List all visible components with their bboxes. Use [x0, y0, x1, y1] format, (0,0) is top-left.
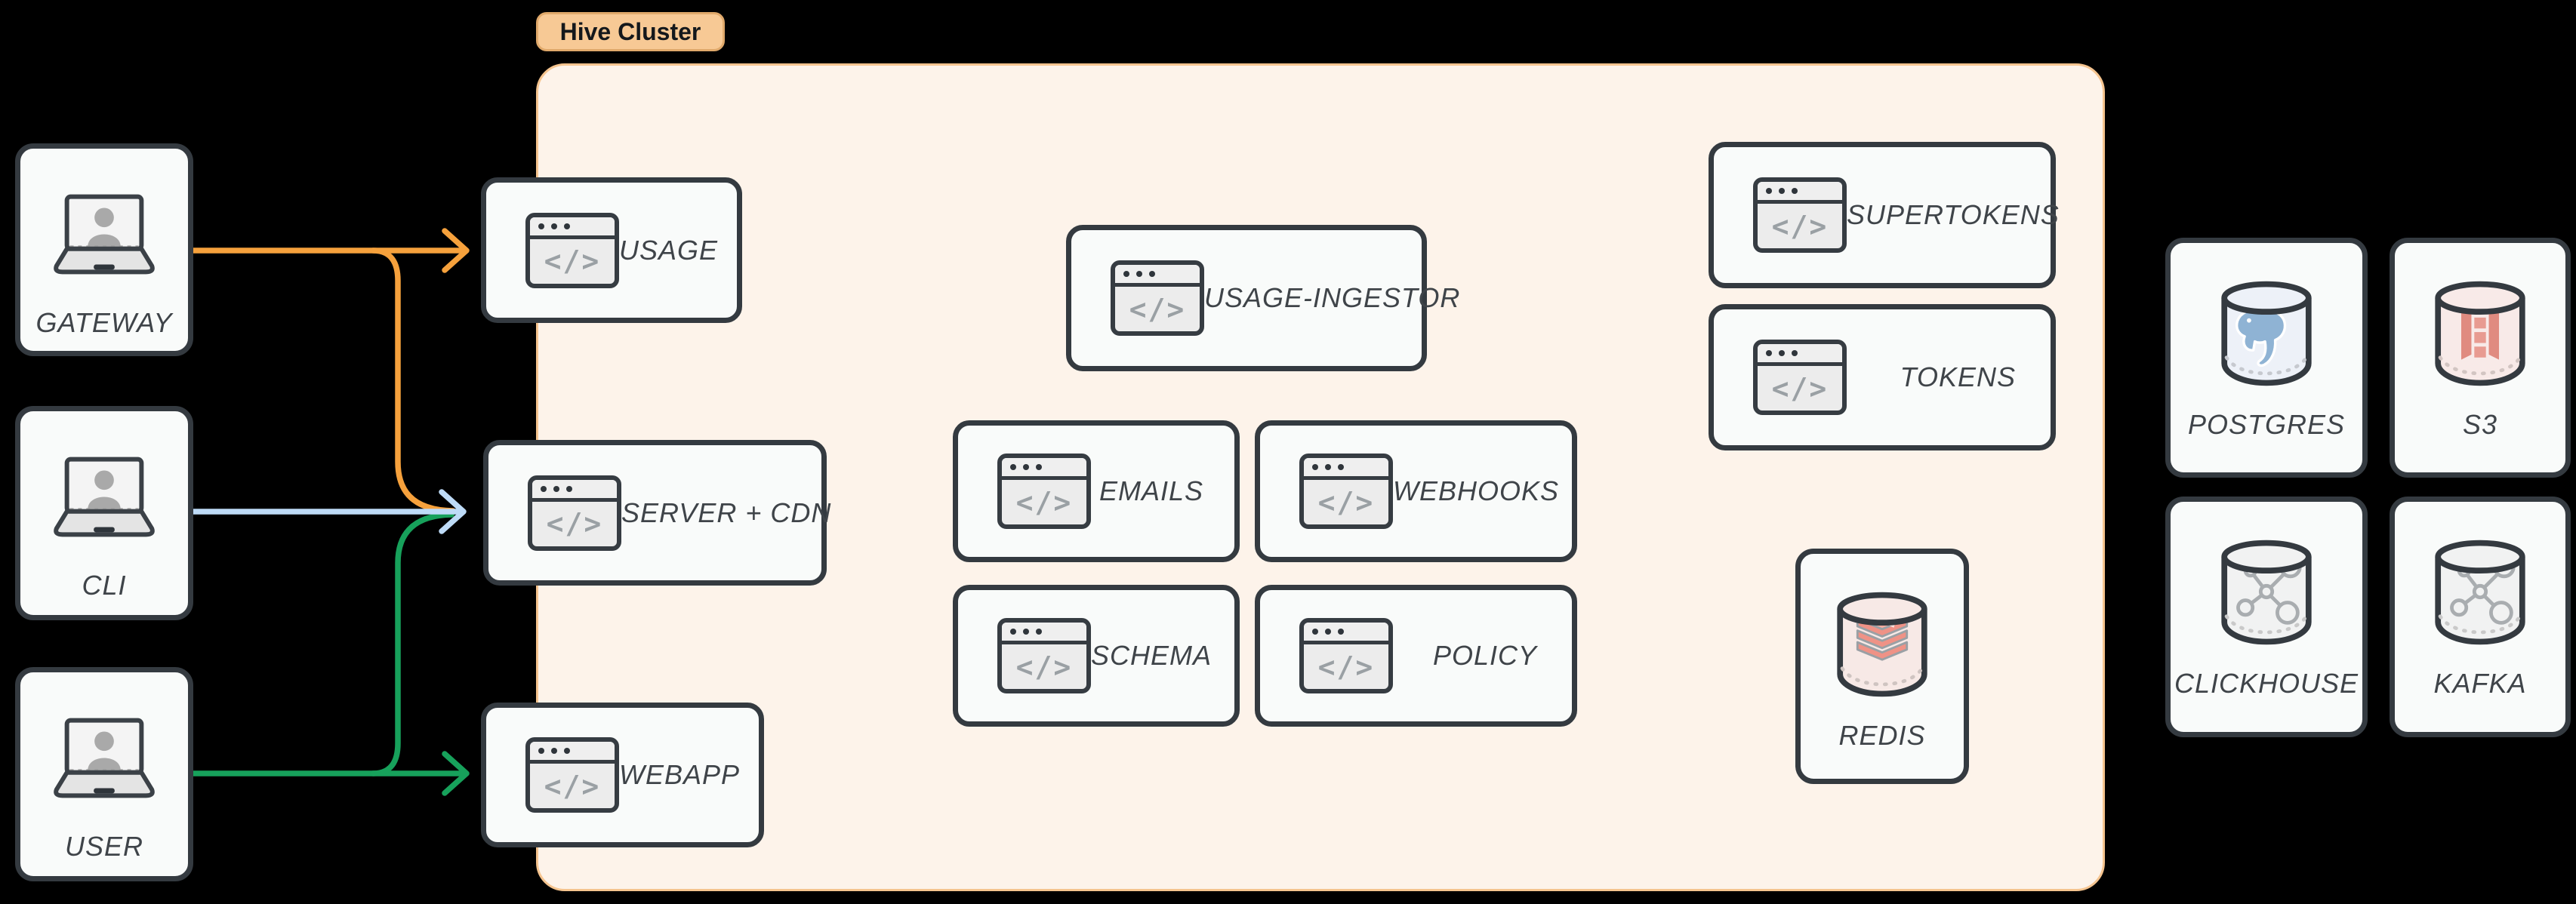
code-glyph: </>	[1317, 485, 1375, 519]
node-supertokens: </> SUPERTOKENS	[1709, 142, 2059, 288]
node-label: POSTGRES	[2187, 409, 2346, 440]
window-dots-icon	[1115, 265, 1200, 287]
edge-cli-to-server-cdn	[190, 489, 467, 534]
code-window-icon: </>	[1111, 260, 1204, 336]
node-label: SCHEMA	[1091, 640, 1213, 671]
node-policy: </> POLICY	[1255, 585, 1577, 727]
hive-cluster-badge-label: Hive Cluster	[559, 17, 701, 45]
node-clickhouse: CLICKHOUSE	[2165, 497, 2368, 737]
code-window-icon: </>	[1299, 454, 1393, 529]
node-label: USER	[64, 831, 144, 862]
node-s3: S3	[2390, 238, 2571, 478]
edge-gateway-to-server-cdn	[370, 248, 456, 514]
node-label: USAGE	[619, 234, 719, 266]
window-dots-icon	[532, 479, 617, 502]
node-server-cdn: </> SERVER + CDN	[483, 440, 830, 586]
node-redis: REDIS	[1795, 549, 1969, 784]
code-glyph: </>	[1015, 650, 1073, 684]
node-label: CLICKHOUSE	[2174, 668, 2359, 699]
laptop-user-icon	[54, 718, 155, 798]
code-glyph: </>	[546, 507, 603, 540]
node-label: GATEWAY	[35, 307, 173, 338]
node-usage-ingestor: </> USAGE-INGESTOR	[1066, 225, 1459, 371]
node-label: WEBHOOKS	[1393, 475, 1560, 506]
code-glyph: </>	[1129, 292, 1186, 326]
node-gateway: GATEWAY	[15, 143, 193, 356]
s3-bucket-icon	[2435, 281, 2525, 386]
node-webapp: </> WEBAPP	[481, 703, 764, 847]
edge-gateway-to-usage	[190, 228, 470, 273]
code-glyph: </>	[1771, 209, 1829, 243]
node-label: SERVER + CDN	[621, 497, 832, 528]
code-glyph: </>	[1015, 485, 1073, 519]
code-window-icon: </>	[1753, 177, 1847, 253]
node-label: CLI	[82, 570, 127, 601]
code-glyph: </>	[544, 769, 601, 803]
node-label: WEBAPP	[619, 759, 741, 790]
node-emails: </> EMAILS	[953, 420, 1240, 562]
window-dots-icon	[1002, 623, 1086, 644]
redis-database-icon	[1837, 592, 1927, 697]
code-window-icon: </>	[525, 737, 619, 813]
node-label: TOKENS	[1900, 361, 2016, 392]
edge-user-to-webapp	[190, 751, 470, 796]
code-window-icon: </>	[1299, 618, 1393, 693]
node-schema: </> SCHEMA	[953, 585, 1240, 727]
window-dots-icon	[1002, 458, 1086, 480]
edge-user-to-server-cdn	[370, 512, 454, 776]
hive-cluster-badge: Hive Cluster	[536, 12, 725, 51]
node-usage: </> USAGE	[481, 177, 742, 323]
window-dots-icon	[1758, 344, 1842, 366]
kafka-database-icon	[2435, 540, 2525, 645]
node-kafka: KAFKA	[2390, 497, 2571, 737]
window-dots-icon	[530, 742, 615, 764]
node-tokens: </> TOKENS	[1709, 304, 2056, 450]
node-cli: CLI	[15, 406, 193, 620]
window-dots-icon	[1758, 182, 1842, 204]
node-label: EMAILS	[1098, 475, 1204, 506]
code-window-icon: </>	[997, 618, 1091, 693]
node-label: USAGE-INGESTOR	[1204, 282, 1461, 313]
clickhouse-database-icon	[2221, 540, 2312, 645]
code-glyph: </>	[544, 244, 601, 278]
window-dots-icon	[1304, 623, 1388, 644]
node-label: SUPERTOKENS	[1847, 199, 2060, 230]
node-label: S3	[2462, 409, 2498, 440]
node-label: KAFKA	[2433, 668, 2527, 699]
code-glyph: </>	[1771, 371, 1829, 405]
node-postgres: POSTGRES	[2165, 238, 2368, 478]
postgres-database-icon	[2221, 281, 2312, 386]
code-glyph: </>	[1317, 650, 1375, 684]
node-label: POLICY	[1432, 640, 1537, 671]
code-window-icon: </>	[997, 454, 1091, 529]
window-dots-icon	[530, 217, 615, 239]
node-webhooks: </> WEBHOOKS	[1255, 420, 1577, 562]
code-window-icon: </>	[525, 212, 619, 288]
node-user: USER	[15, 667, 193, 881]
laptop-user-icon	[54, 194, 155, 275]
code-window-icon: </>	[1753, 340, 1847, 415]
code-window-icon: </>	[528, 475, 621, 551]
window-dots-icon	[1304, 458, 1388, 480]
node-label: REDIS	[1838, 720, 1926, 751]
laptop-user-icon	[54, 457, 155, 537]
